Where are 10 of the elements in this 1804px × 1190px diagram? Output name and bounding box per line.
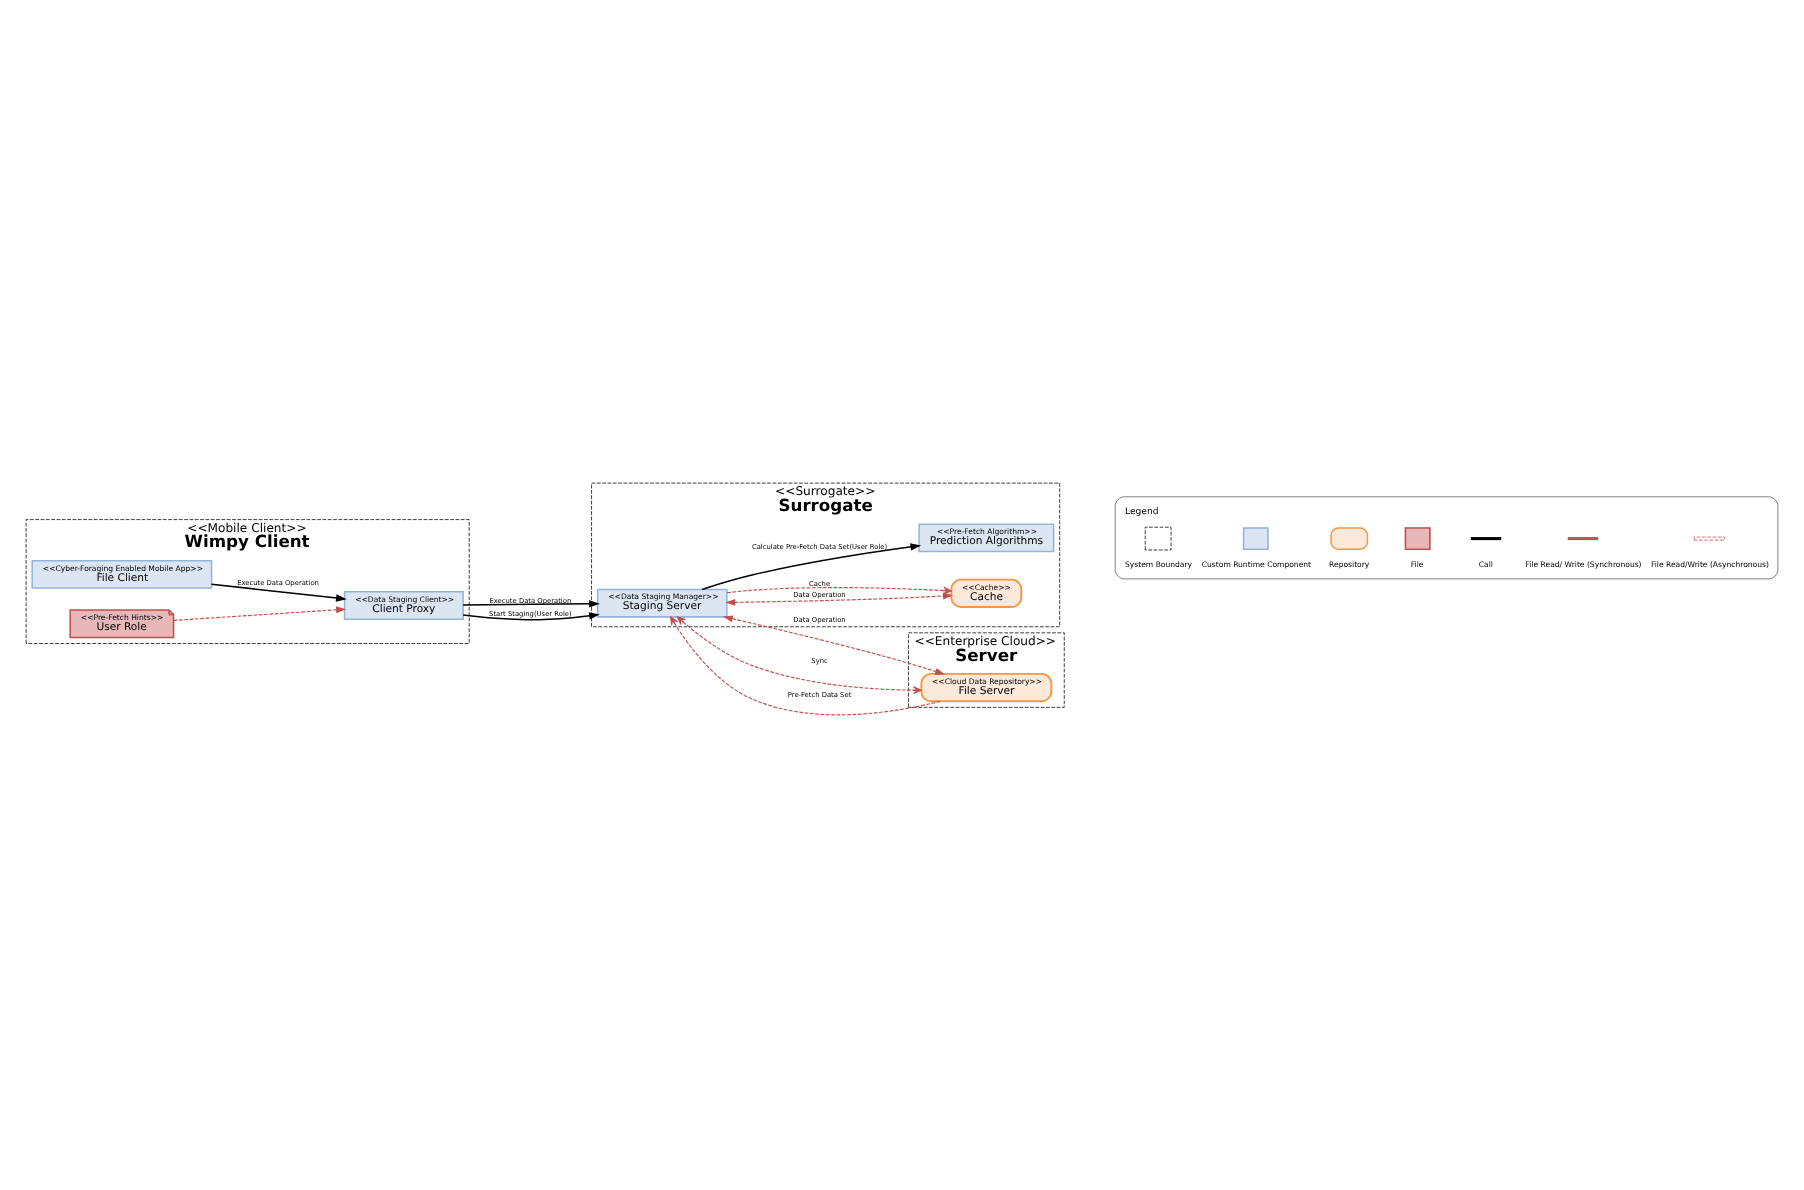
arrow	[725, 591, 953, 605]
arrow	[210, 582, 347, 601]
arrow	[462, 611, 600, 620]
arrow	[173, 605, 347, 620]
arrow	[676, 615, 922, 694]
arrow	[670, 615, 941, 715]
arrow	[701, 542, 922, 590]
arrow	[722, 614, 946, 674]
arrow	[726, 585, 952, 594]
arrow	[462, 599, 600, 607]
